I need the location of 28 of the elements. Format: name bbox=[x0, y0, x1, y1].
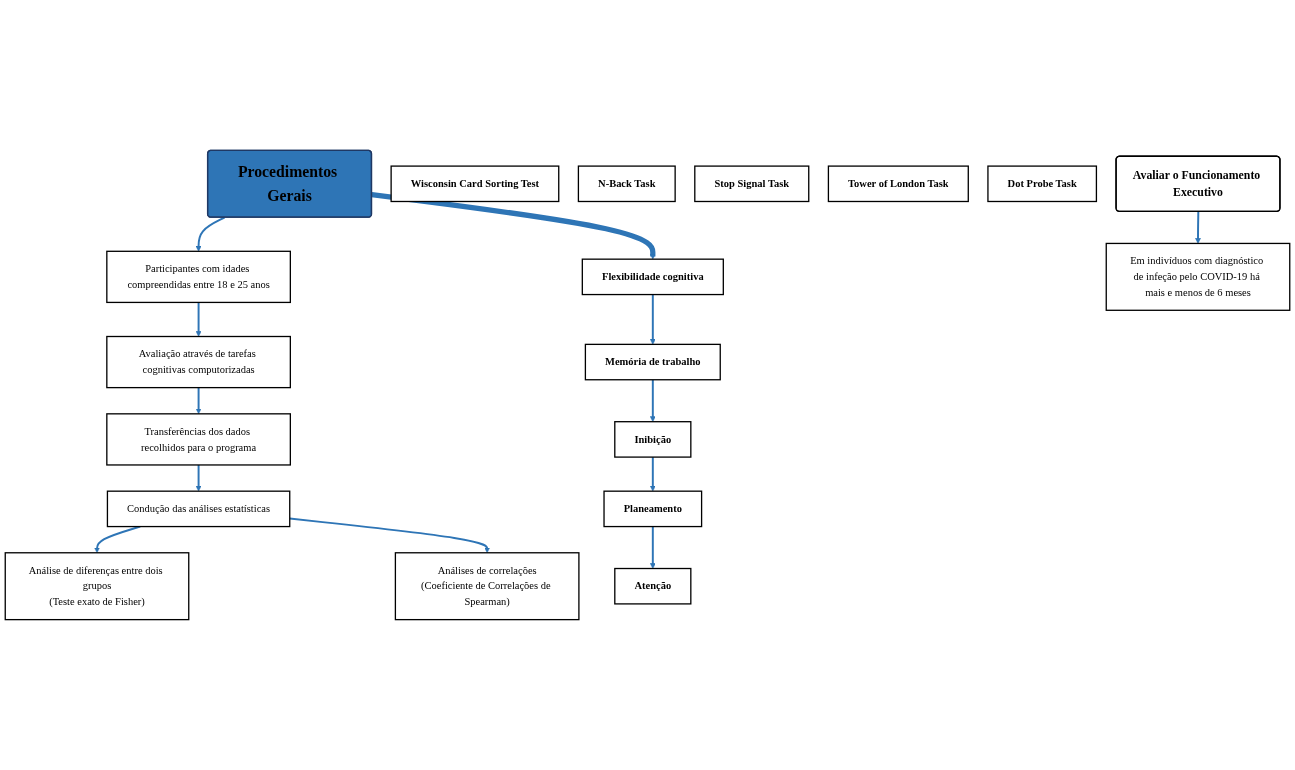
arrow bbox=[195, 386, 202, 415]
node-box: Planeamento bbox=[603, 490, 703, 528]
node-box: N-Back Task bbox=[577, 165, 676, 203]
node-box: Participantes com idades compreendidas entre 18 e 25 anos bbox=[106, 250, 291, 304]
arrow bbox=[649, 378, 656, 422]
arrow bbox=[195, 301, 202, 337]
arrow bbox=[94, 525, 142, 554]
arrow bbox=[649, 456, 656, 492]
node-box: Tower of London Task bbox=[827, 165, 969, 203]
node-box: Atenção bbox=[614, 567, 692, 605]
node-box: Dot Probe Task bbox=[987, 165, 1098, 203]
node-box: Em indivíduos com diagnóstico de infeção pelo COVID-19 há mais e menos de 6 meses bbox=[1105, 242, 1291, 311]
arrow bbox=[649, 293, 656, 345]
node-box: Análises de correlações (Coeficiente de Correlações de Spearman) bbox=[394, 552, 580, 621]
node-box: Avaliação através de tarefas cognitivas computorizadas bbox=[106, 335, 291, 389]
node-box: Wisconsin Card Sorting Test bbox=[390, 165, 560, 203]
arrow bbox=[1195, 210, 1201, 244]
node-box: Condução das análises estatísticas bbox=[106, 490, 291, 528]
arrow bbox=[649, 525, 656, 569]
arrow bbox=[195, 463, 202, 492]
node-box: Inibição bbox=[614, 421, 692, 458]
node-box: Flexibilidade cognitiva bbox=[581, 258, 724, 296]
node-box: Memória de trabalho bbox=[584, 343, 721, 381]
arrow bbox=[371, 192, 656, 260]
node-box: Stop Signal Task bbox=[694, 165, 810, 203]
arrow bbox=[195, 216, 226, 252]
node-box: Transferências dos dados recolhidos para o programa bbox=[106, 413, 291, 466]
node-box: Análise de diferenças entre dois grupos (Teste exato de Fisher) bbox=[4, 552, 190, 621]
